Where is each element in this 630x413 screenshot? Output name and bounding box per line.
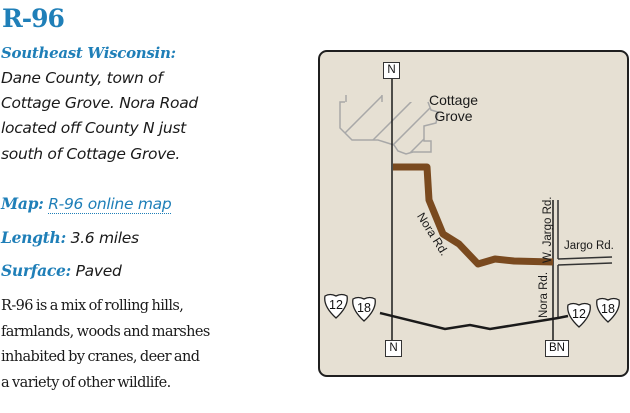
length-label: Length:	[1, 228, 66, 247]
surface-value: Paved	[75, 262, 122, 280]
highlighted-route	[393, 163, 554, 268]
route-title: R-96	[2, 4, 65, 33]
description-line: inhabited by cranes, deer and	[1, 349, 200, 365]
us-12-shield-left: 12	[323, 293, 349, 319]
us-12-18-highway	[379, 311, 569, 331]
location-line: located off County N just	[1, 119, 186, 138]
us-12-shield-right: 12	[566, 302, 592, 328]
description-line: R-96 is a mix of rolling hills,	[1, 298, 184, 314]
us-18-shield-left: 18	[351, 296, 377, 322]
description-line: farmlands, woods and marshes	[1, 323, 210, 340]
county-bn-marker: BN	[545, 340, 569, 357]
online-map-link[interactable]: R-96 online map	[48, 195, 172, 214]
map-row: Map: R-96 online map	[1, 194, 172, 214]
description-line: a variety of other wildlife.	[1, 374, 171, 391]
route-map: Cottage Grove Nora Rd. W. Jargo Rd. Jarg…	[318, 50, 629, 377]
surface-row: Surface: Paved	[1, 261, 122, 280]
jargo-rd-label: Jargo Rd.	[564, 240, 614, 252]
location-line: Dane County, town of	[1, 69, 163, 87]
length-value: 3.6 miles	[70, 229, 140, 247]
jargo-rd-road	[557, 256, 613, 260]
route-description: R-96 is a mix of rolling hills, farmland…	[1, 294, 301, 396]
county-n-marker-top: N	[383, 62, 400, 79]
w-jargo-rd-label: W. Jargo Rd.	[542, 196, 554, 263]
length-row: Length: 3.6 miles	[1, 228, 139, 247]
location-description: Dane County, town of Cottage Grove. Nora…	[1, 66, 241, 167]
town-label: Cottage Grove	[429, 92, 479, 124]
location-line: south of Cottage Grove.	[1, 144, 180, 163]
map-frame	[318, 50, 629, 377]
map-canvas	[318, 50, 629, 377]
nora-rd-vertical-label: Nora Rd.	[538, 271, 550, 318]
county-n-marker-bottom: N	[385, 340, 402, 357]
map-label: Map:	[1, 194, 44, 213]
us-18-shield-right: 18	[595, 297, 621, 323]
surface-label: Surface:	[1, 261, 71, 280]
region-label: Southeast Wisconsin:	[1, 44, 176, 62]
location-line: Cottage Grove. Nora Road	[1, 94, 198, 113]
